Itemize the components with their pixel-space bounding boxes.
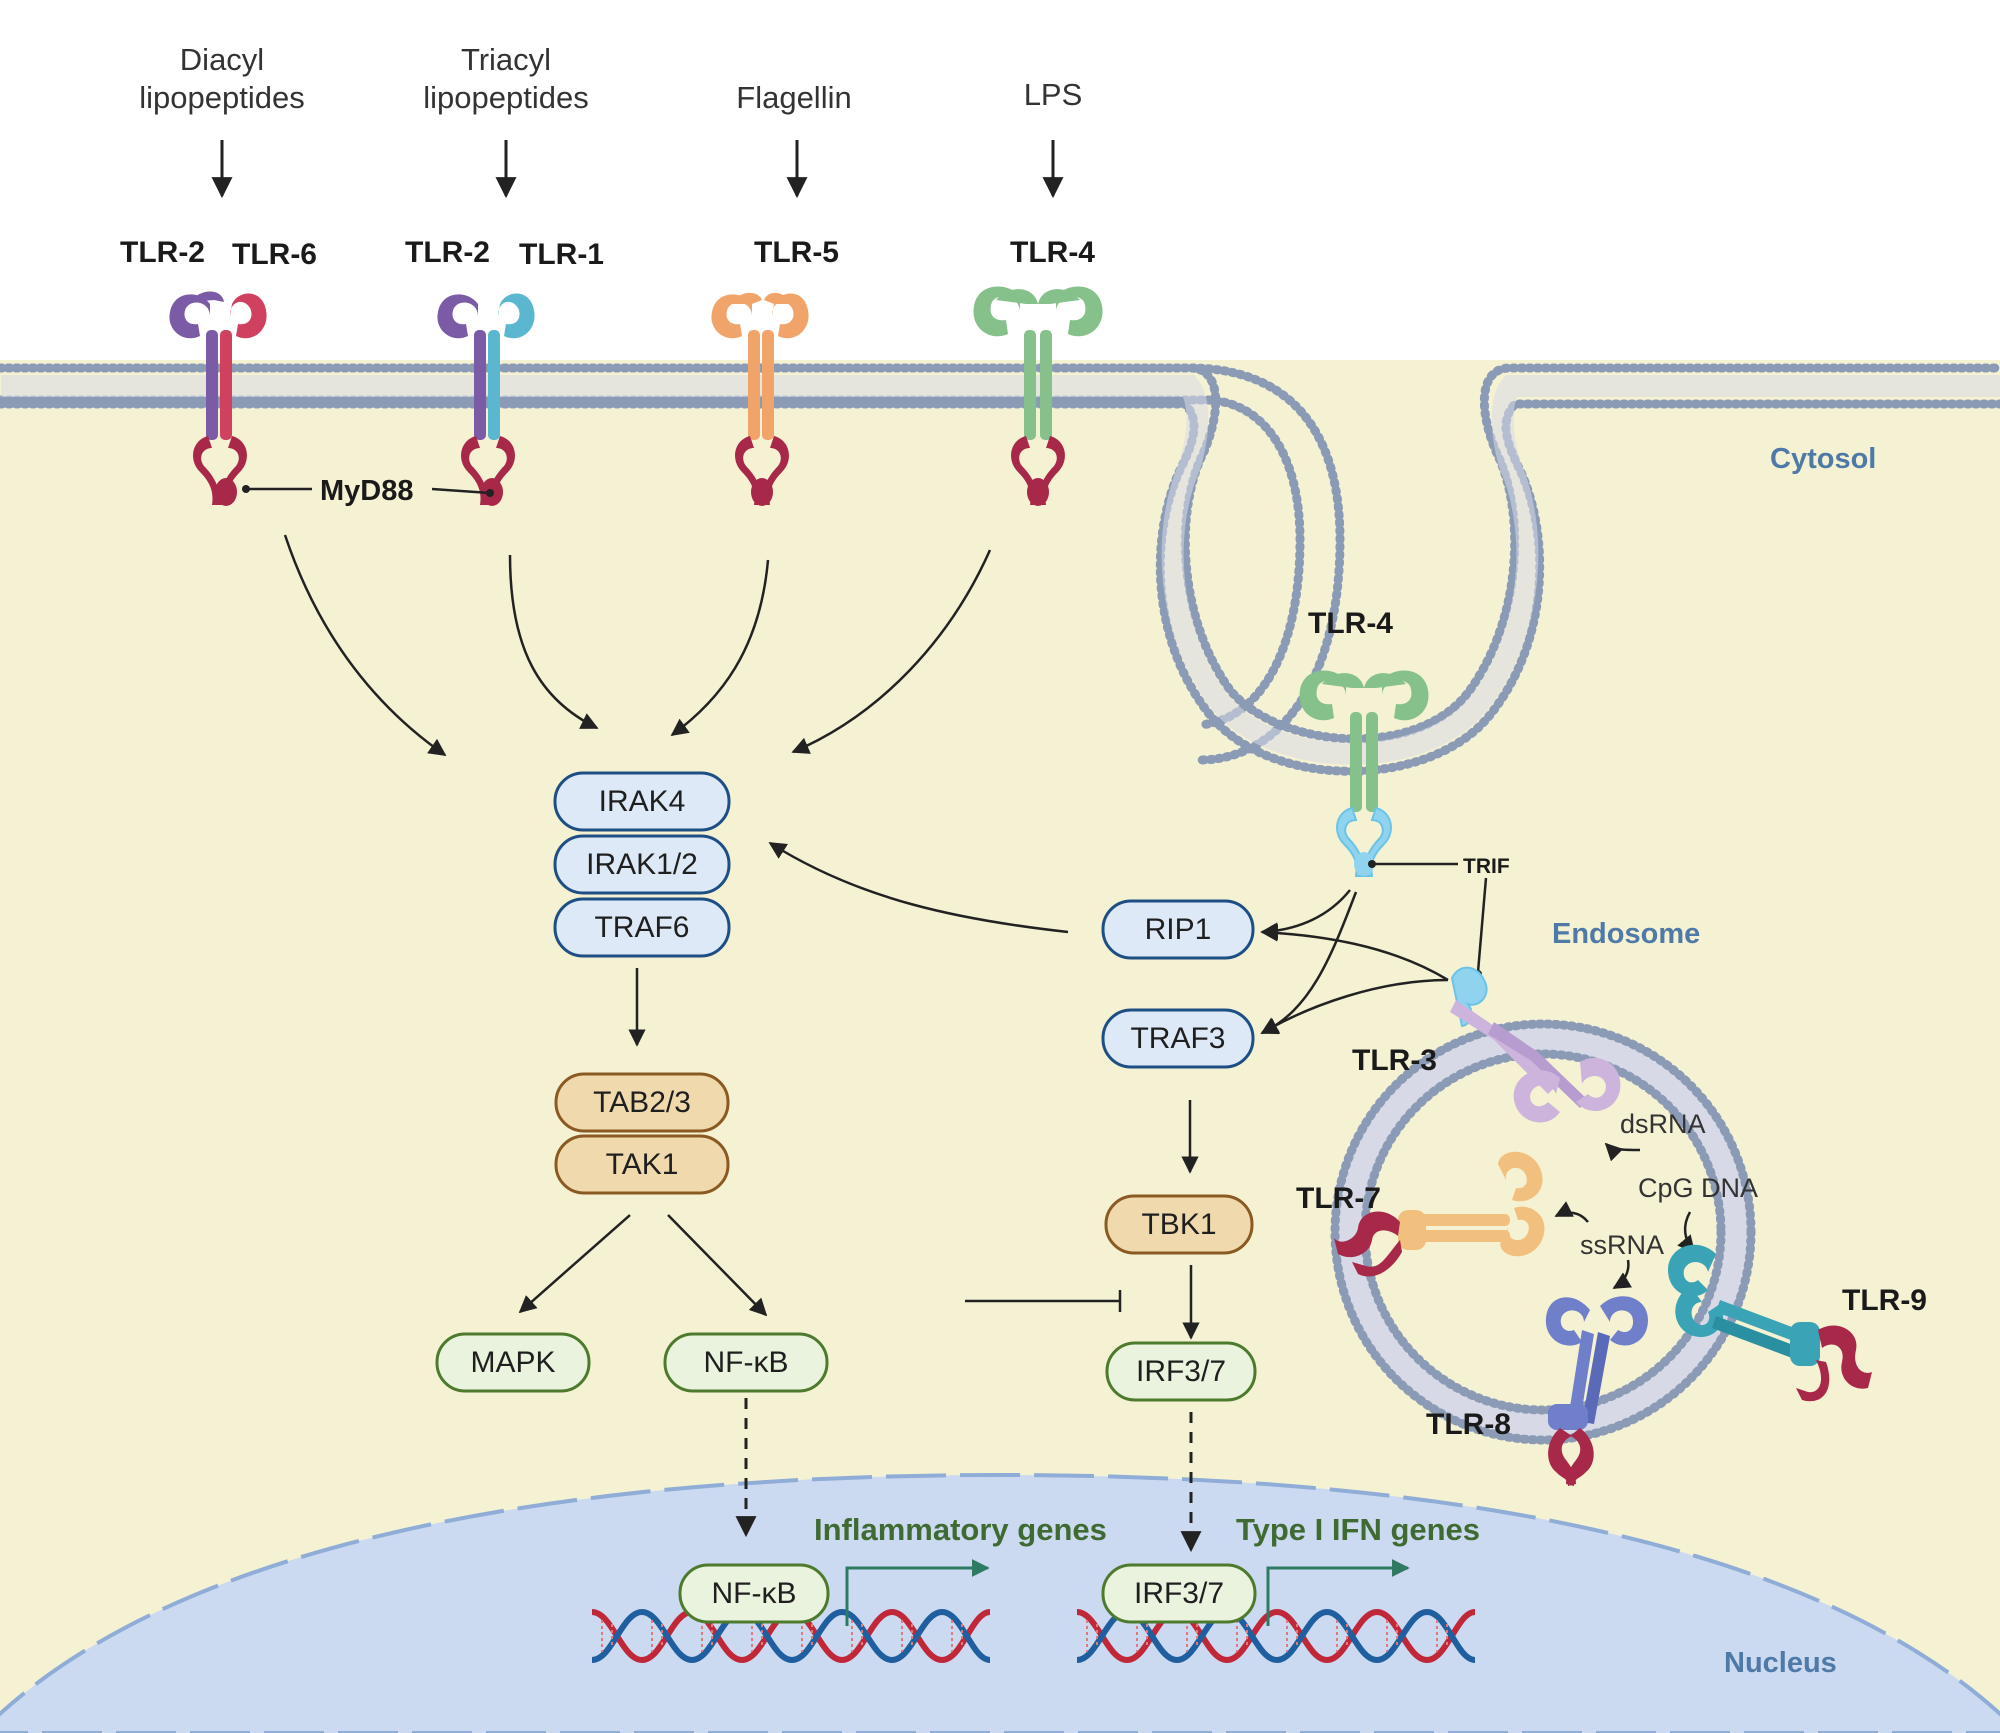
ssrna-arrow-tlr7	[1554, 1201, 1589, 1223]
ssrna-arrow-tlr8	[1612, 1259, 1633, 1290]
tlr2-tlr6-dimer	[169, 291, 267, 506]
label-endosome: Endosome	[1552, 918, 1700, 950]
tak1-to-nfkb-arrow	[667, 1214, 768, 1317]
label-dsrna: dsRNA	[1620, 1109, 1706, 1139]
label-tlr4-endosome: TLR-4	[1308, 607, 1393, 640]
mapk-box: MAPK	[435, 1332, 591, 1393]
ligand-lps: LPS	[1024, 77, 1083, 112]
irf37-label: IRF3/7	[1136, 1355, 1226, 1388]
rip1-label: RIP1	[1145, 913, 1212, 946]
tlr7-receptor	[1334, 1151, 1545, 1277]
ifn-transcription-arrow	[1266, 1559, 1410, 1626]
label-ifn-genes: Type I IFN genes	[1236, 1512, 1480, 1547]
tak1-box: TAK1	[554, 1134, 730, 1195]
label-nucleus: Nucleus	[1724, 1647, 1837, 1679]
ligand-diacyl-line1: Diacyl	[180, 42, 264, 77]
myd88-connector	[242, 485, 494, 497]
tlr5-dimer	[711, 292, 809, 506]
tlr4-endosome-dimer	[1299, 670, 1429, 877]
nfkb-box: NF-κB	[663, 1332, 829, 1393]
trif-to-rip1-traf3-arrows	[1260, 889, 1449, 1035]
label-cpg-dna: CpG DNA	[1638, 1173, 1758, 1203]
tlr8-receptor	[1545, 1296, 1648, 1486]
irak12-label: IRAK1/2	[586, 848, 698, 881]
ligand-triacyl-line2: lipopeptides	[423, 80, 588, 115]
tab23-label: TAB2/3	[593, 1086, 691, 1119]
tlr3-receptor	[1450, 966, 1621, 1123]
tab23-box: TAB2/3	[554, 1072, 730, 1133]
label-trif: TRIF	[1463, 855, 1510, 878]
label-tlr5: TLR-5	[754, 236, 839, 269]
label-tlr2-a: TLR-2	[120, 236, 205, 269]
rip1-to-irak-arrow	[768, 841, 1069, 934]
dsrna-arrow	[1604, 1142, 1641, 1162]
irak4-label: IRAK4	[599, 785, 686, 818]
traf6-box: TRAF6	[553, 897, 731, 958]
inflammatory-transcription-arrow	[845, 1559, 990, 1626]
nfkb-nuclear-box: NF-κB	[678, 1563, 830, 1624]
myd88-to-irak-arrows	[283, 534, 992, 757]
label-tlr3: TLR-3	[1352, 1044, 1437, 1077]
label-cytosol: Cytosol	[1770, 443, 1876, 475]
tak1-label: TAK1	[606, 1148, 679, 1181]
label-ssrna: ssRNA	[1580, 1230, 1664, 1260]
traf3-label: TRAF3	[1130, 1022, 1225, 1055]
rip1-box: RIP1	[1101, 899, 1255, 960]
tbk1-label: TBK1	[1141, 1208, 1216, 1241]
label-tlr1: TLR-1	[519, 238, 604, 271]
irf37-nuclear-box: IRF3/7	[1101, 1563, 1257, 1624]
irak12-box: IRAK1/2	[553, 834, 731, 895]
label-tlr6: TLR-6	[232, 238, 317, 271]
tlr2-tlr1-dimer	[437, 293, 535, 506]
traf3-box: TRAF3	[1101, 1008, 1255, 1069]
ligand-arrows	[211, 140, 1064, 199]
ligand-triacyl-line1: Triacyl	[461, 42, 551, 77]
label-tlr8: TLR-8	[1426, 1408, 1511, 1441]
irak4-box: IRAK4	[553, 771, 731, 832]
label-tlr7: TLR-7	[1296, 1182, 1381, 1215]
label-inflammatory-genes: Inflammatory genes	[814, 1512, 1107, 1547]
irf37-box: IRF3/7	[1105, 1341, 1257, 1402]
mapk-label: MAPK	[470, 1346, 555, 1379]
irf37-nuclear-label: IRF3/7	[1134, 1577, 1224, 1610]
inhibition-line	[965, 1290, 1122, 1312]
label-tlr2-b: TLR-2	[405, 236, 490, 269]
nucleus	[0, 1472, 2000, 1733]
tlr9-receptor	[1668, 1244, 1872, 1402]
ligand-diacyl-line2: lipopeptides	[139, 80, 304, 115]
ligand-flagellin: Flagellin	[736, 80, 851, 115]
tak1-to-mapk-arrow	[518, 1214, 631, 1314]
nfkb-label: NF-κB	[704, 1346, 789, 1379]
label-myd88: MyD88	[320, 475, 414, 507]
traf6-label: TRAF6	[594, 911, 689, 944]
tbk1-box: TBK1	[1104, 1194, 1254, 1255]
tlr4-surface-dimer	[973, 286, 1103, 506]
label-tlr9: TLR-9	[1842, 1284, 1927, 1317]
label-tlr4-surface: TLR-4	[1010, 236, 1095, 269]
nfkb-nuclear-label: NF-κB	[712, 1577, 797, 1610]
